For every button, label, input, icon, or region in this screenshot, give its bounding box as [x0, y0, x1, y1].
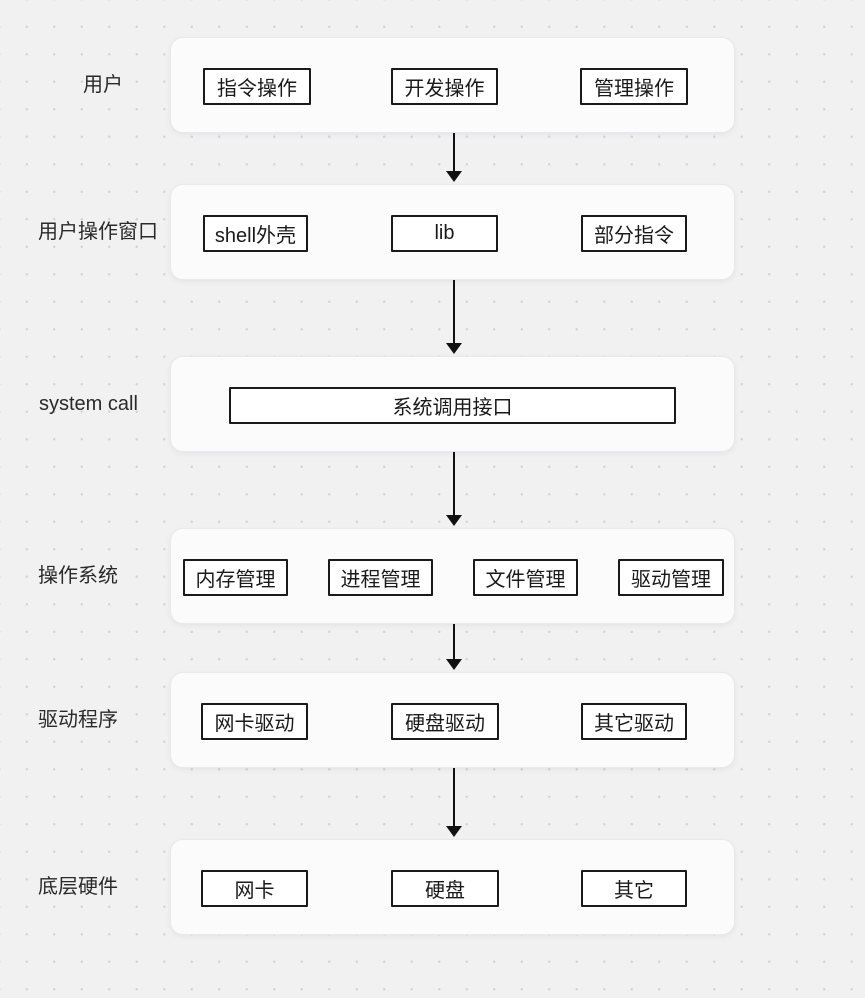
arrow-head — [445, 515, 462, 526]
node-box-硬盘: 硬盘 — [391, 870, 499, 907]
layer-label-用户: 用户 — [83, 74, 123, 96]
arrow-head — [445, 171, 462, 182]
arrow-line — [452, 624, 455, 659]
layer-label-底层硬件: 底层硬件 — [38, 876, 118, 898]
node-box-shell外壳: shell外壳 — [203, 215, 308, 252]
arrow-down-icon — [445, 624, 462, 670]
node-box-部分指令: 部分指令 — [581, 215, 687, 252]
node-box-指令操作: 指令操作 — [203, 68, 311, 105]
layer-panel-操作系统: 内存管理 进程管理 文件管理 驱动管理 — [170, 528, 735, 624]
layer-panel-驱动程序: 网卡驱动 硬盘驱动 其它驱动 — [170, 672, 735, 768]
node-box-内存管理: 内存管理 — [183, 559, 288, 596]
layer-label-用户操作窗口: 用户操作窗口 — [38, 221, 158, 243]
node-box-其它驱动: 其它驱动 — [581, 703, 687, 740]
arrow-line — [452, 133, 455, 171]
layer-label-system-call: system call — [39, 393, 138, 415]
arrow-line — [452, 768, 455, 826]
layer-label-驱动程序: 驱动程序 — [38, 709, 118, 731]
layer-panel-用户: 指令操作 开发操作 管理操作 — [170, 37, 735, 133]
arrow-down-icon — [445, 768, 462, 837]
arrow-head — [445, 659, 462, 670]
arrow-head — [445, 826, 462, 837]
layer-panel-用户操作窗口: shell外壳 lib 部分指令 — [170, 184, 735, 280]
arrow-down-icon — [445, 452, 462, 526]
layer-label-操作系统: 操作系统 — [38, 565, 118, 587]
node-box-系统调用接口: 系统调用接口 — [229, 387, 676, 424]
node-box-硬盘驱动: 硬盘驱动 — [391, 703, 499, 740]
arrow-line — [452, 452, 455, 515]
node-box-进程管理: 进程管理 — [328, 559, 433, 596]
layer-panel-底层硬件: 网卡 硬盘 其它 — [170, 839, 735, 935]
node-box-文件管理: 文件管理 — [473, 559, 578, 596]
node-box-驱动管理: 驱动管理 — [618, 559, 724, 596]
layer-panel-system-call: 系统调用接口 — [170, 356, 735, 452]
node-box-开发操作: 开发操作 — [391, 68, 498, 105]
node-box-lib: lib — [391, 215, 498, 252]
arrow-down-icon — [445, 280, 462, 354]
arrow-head — [445, 343, 462, 354]
arrow-line — [452, 280, 455, 343]
node-box-网卡: 网卡 — [201, 870, 308, 907]
arrow-down-icon — [445, 133, 462, 182]
node-box-管理操作: 管理操作 — [580, 68, 688, 105]
node-box-网卡驱动: 网卡驱动 — [201, 703, 308, 740]
node-box-其它: 其它 — [581, 870, 687, 907]
